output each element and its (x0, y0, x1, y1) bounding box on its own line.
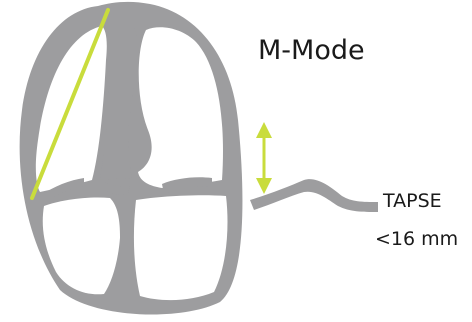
tapse-threshold-label: <16 mm (375, 228, 458, 250)
right-atrium-cavity (134, 195, 228, 300)
tapse-label: TAPSE (383, 190, 442, 212)
double-headed-vertical-arrow-icon (256, 122, 272, 194)
tapse-m-mode-tracing (250, 179, 378, 212)
mode-title: M-Mode (258, 35, 365, 66)
